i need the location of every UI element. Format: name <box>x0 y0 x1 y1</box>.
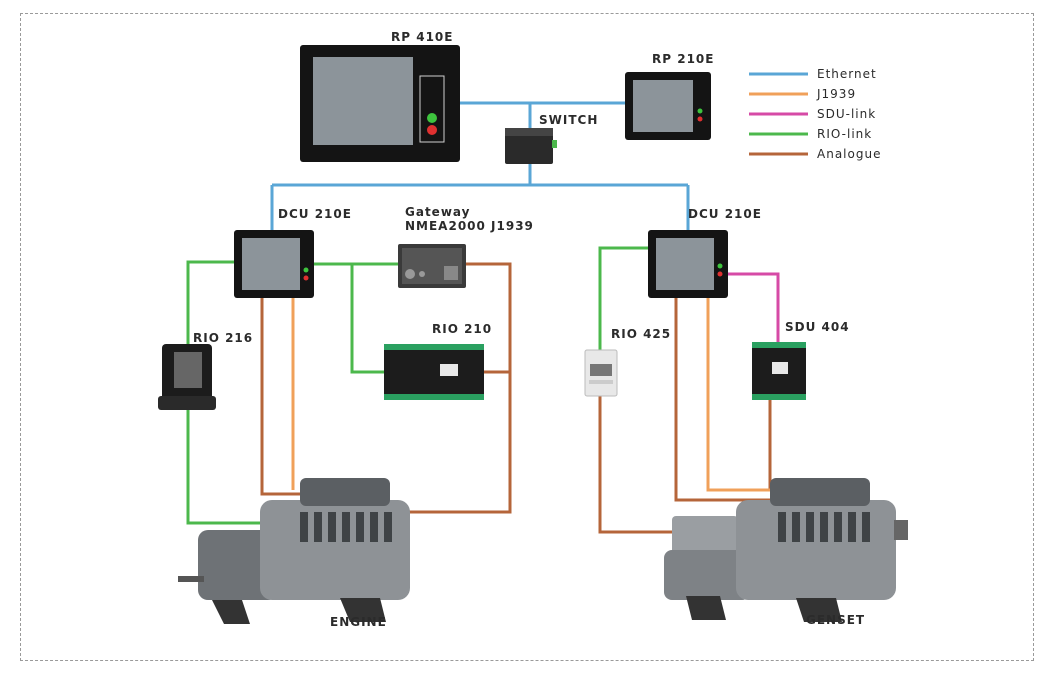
legend-label-j1939: J1939 <box>816 87 856 101</box>
device-labels: RP 410E RP 210E SWITCH DCU 210E DCU 210E… <box>193 30 865 629</box>
label-dcu-left: DCU 210E <box>278 207 352 221</box>
label-rio425: RIO 425 <box>611 327 671 341</box>
label-gateway-line2: NMEA2000 J1939 <box>405 219 534 233</box>
label-gateway-line1: Gateway <box>405 205 470 219</box>
led-green-icon <box>427 113 437 123</box>
label-rio210: RIO 210 <box>432 322 492 336</box>
rio216-device <box>158 344 216 410</box>
legend-label-rio-link: RIO-link <box>817 127 872 141</box>
legend: Ethernet J1939 SDU-link RIO-link Analogu… <box>749 67 881 161</box>
engine-machine <box>178 478 410 624</box>
j1939-dcu-right-genset <box>706 296 780 492</box>
analogue-rio425-genset <box>598 396 672 534</box>
analogue-gateway-engine <box>400 262 512 514</box>
analogue-dcu-right-genset <box>674 296 770 502</box>
sdu-link-dcu-sdu <box>728 272 780 342</box>
rio-link-dcu-rio425 <box>598 246 652 350</box>
rp410e-panel <box>300 45 460 162</box>
genset-machine <box>664 478 908 622</box>
j1939-lines <box>291 296 780 492</box>
switch-device <box>505 128 557 164</box>
dcu-left-panel <box>234 230 314 298</box>
ethernet-lines <box>270 101 690 232</box>
label-sdu404: SDU 404 <box>785 320 850 334</box>
rio-link-dcu-rio210 <box>350 264 386 374</box>
label-rp410e: RP 410E <box>391 30 453 44</box>
label-genset: GENSET <box>806 613 865 627</box>
label-engine: ENGINE <box>330 615 387 629</box>
dcu-right-panel <box>648 230 728 298</box>
rio425-device <box>584 349 618 397</box>
sdu404-device <box>752 342 806 400</box>
gateway-device <box>398 244 466 288</box>
rp210e-panel <box>625 72 711 140</box>
label-rio216: RIO 216 <box>193 331 253 345</box>
label-rp210e: RP 210E <box>652 52 714 66</box>
led-red-icon <box>427 125 437 135</box>
rio210-device <box>384 344 484 400</box>
legend-label-sdu-link: SDU-link <box>817 107 876 121</box>
diagram-frame <box>20 13 1034 661</box>
legend-label-ethernet: Ethernet <box>817 67 877 81</box>
label-switch: SWITCH <box>539 113 598 127</box>
legend-label-analogue: Analogue <box>817 147 881 161</box>
sdu-link-lines <box>728 272 780 342</box>
analogue-dcu-left-engine <box>260 296 300 496</box>
label-dcu-right: DCU 210E <box>688 207 762 221</box>
analogue-lines <box>260 262 772 534</box>
